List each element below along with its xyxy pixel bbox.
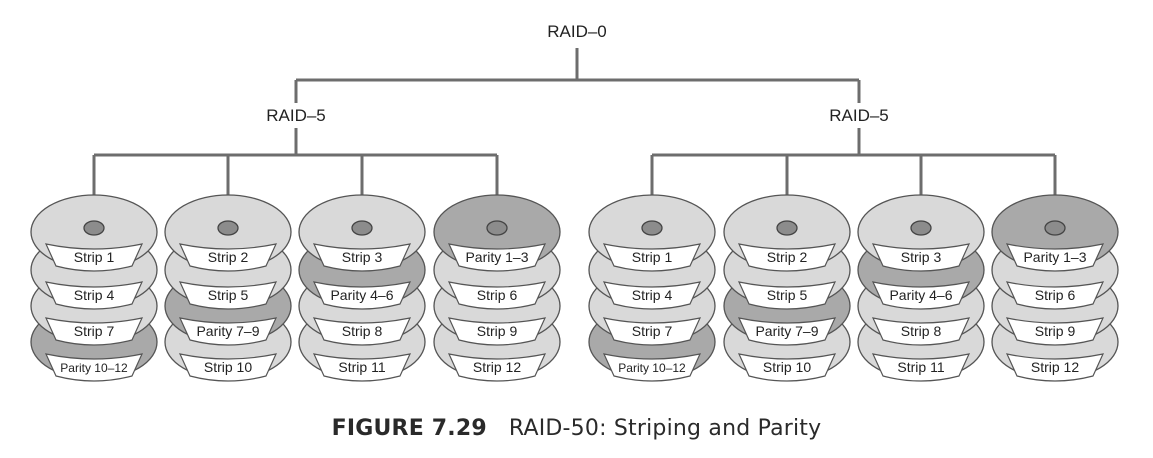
spindle-hub: [776, 220, 798, 236]
strip-label: Strip 5: [767, 287, 808, 303]
spindle-hub: [217, 220, 239, 236]
strip-label-box: [871, 317, 971, 346]
strip-label: Parity 4–6: [889, 287, 952, 303]
strip-label: Strip 12: [1031, 359, 1079, 375]
strip-label-box: [447, 317, 547, 346]
strip-label-box: [737, 243, 837, 272]
strip-label: Strip 7: [632, 323, 673, 339]
spindle-hub: [83, 220, 105, 236]
strip-label-box: [737, 353, 837, 382]
root-raid-0-label: RAID–0: [547, 22, 607, 41]
strip-label-box: [44, 353, 144, 382]
strip-label-box: [447, 281, 547, 310]
strip-label-box: [737, 317, 837, 346]
disk-stack: Strip 10 Parity 7–9 Strip 5 Strip 2: [164, 194, 292, 382]
strip-label: Strip 10: [204, 359, 252, 375]
strip-label: Strip 5: [208, 287, 249, 303]
figure-number: FIGURE 7.29: [331, 416, 487, 441]
strip-platter: Strip 1: [588, 194, 716, 272]
strip-label: Parity 7–9: [196, 323, 259, 339]
strip-platter: Strip 2: [164, 194, 292, 272]
strip-label: Strip 3: [901, 249, 942, 265]
strip-label-box: [1005, 353, 1105, 382]
disk-stack: Strip 11 Strip 8 Parity 4–6 Strip 3: [298, 194, 426, 382]
spindle-hub: [486, 220, 508, 236]
strip-label: Strip 4: [632, 287, 673, 303]
strip-label: Parity 4–6: [330, 287, 393, 303]
strip-label-box: [178, 317, 278, 346]
strip-label-box: [178, 281, 278, 310]
strip-label: Parity 10–12: [60, 361, 128, 375]
strip-label: Strip 6: [1035, 287, 1076, 303]
strip-label-box: [737, 281, 837, 310]
group-raid-5-label-right: RAID–5: [829, 106, 889, 125]
strip-label-box: [178, 243, 278, 272]
figure-caption: FIGURE 7.29 RAID-50: Striping and Parity: [0, 416, 1153, 441]
strip-label-box: [312, 243, 412, 272]
strip-label: Strip 11: [338, 359, 385, 375]
strip-label-box: [178, 353, 278, 382]
disk-stack: Strip 11 Strip 8 Parity 4–6 Strip 3: [857, 194, 985, 382]
strip-label: Parity 7–9: [755, 323, 818, 339]
strip-label: Parity 1–3: [1023, 249, 1086, 265]
disk-stack: Strip 12 Strip 9 Strip 6 Parity 1–3: [991, 194, 1119, 382]
strip-label-box: [871, 353, 971, 382]
strip-label-box: [602, 243, 702, 272]
disk-stack: Strip 10 Parity 7–9 Strip 5 Strip 2: [723, 194, 851, 382]
strip-label-box: [312, 353, 412, 382]
disk-stacks: Parity 10–12 Strip 7 Strip 4 Strip 1 Strip 1…: [30, 194, 1119, 382]
strip-label-box: [312, 281, 412, 310]
figure-title: RAID-50: Striping and Parity: [508, 416, 822, 441]
strip-label-box: [1005, 317, 1105, 346]
strip-label: Strip 8: [901, 323, 942, 339]
strip-label: Parity 10–12: [618, 361, 686, 375]
strip-label: Strip 11: [897, 359, 944, 375]
group-raid-5-label-left: RAID–5: [266, 106, 326, 125]
strip-label-box: [602, 317, 702, 346]
spindle-hub: [641, 220, 663, 236]
raid-50-diagram: RAID–0 RAID–5 RAID–5 Parity 10–12 Strip 7…: [30, 22, 1119, 382]
spindle-hub: [910, 220, 932, 236]
strip-label-box: [447, 243, 547, 272]
strip-label-box: [44, 281, 144, 310]
strip-label-box: [447, 353, 547, 382]
strip-label: Strip 4: [74, 287, 115, 303]
disk-stack: Strip 12 Strip 9 Strip 6 Parity 1–3: [433, 194, 561, 382]
strip-label-box: [312, 317, 412, 346]
strip-label: Strip 12: [473, 359, 521, 375]
strip-label: Strip 1: [632, 249, 673, 265]
strip-label-box: [871, 243, 971, 272]
strip-label: Strip 10: [763, 359, 811, 375]
strip-label: Strip 2: [208, 249, 249, 265]
disk-stack: Parity 10–12 Strip 7 Strip 4 Strip 1: [30, 194, 158, 382]
strip-label-box: [1005, 243, 1105, 272]
strip-label-box: [602, 353, 702, 382]
spindle-hub: [351, 220, 373, 236]
strip-label-box: [44, 317, 144, 346]
strip-label: Strip 8: [342, 323, 383, 339]
strip-label: Strip 3: [342, 249, 383, 265]
strip-label: Strip 9: [477, 323, 518, 339]
strip-label: Strip 1: [74, 249, 115, 265]
disk-stack: Parity 10–12 Strip 7 Strip 4 Strip 1: [588, 194, 716, 382]
strip-label: Parity 1–3: [465, 249, 528, 265]
parity-platter: Parity 1–3: [433, 194, 561, 272]
strip-label-box: [1005, 281, 1105, 310]
strip-label-box: [602, 281, 702, 310]
strip-label: Strip 9: [1035, 323, 1076, 339]
strip-label-box: [44, 243, 144, 272]
spindle-hub: [1044, 220, 1066, 236]
strip-label: Strip 7: [74, 323, 115, 339]
strip-label: Strip 6: [477, 287, 518, 303]
strip-label-box: [871, 281, 971, 310]
strip-label: Strip 2: [767, 249, 808, 265]
